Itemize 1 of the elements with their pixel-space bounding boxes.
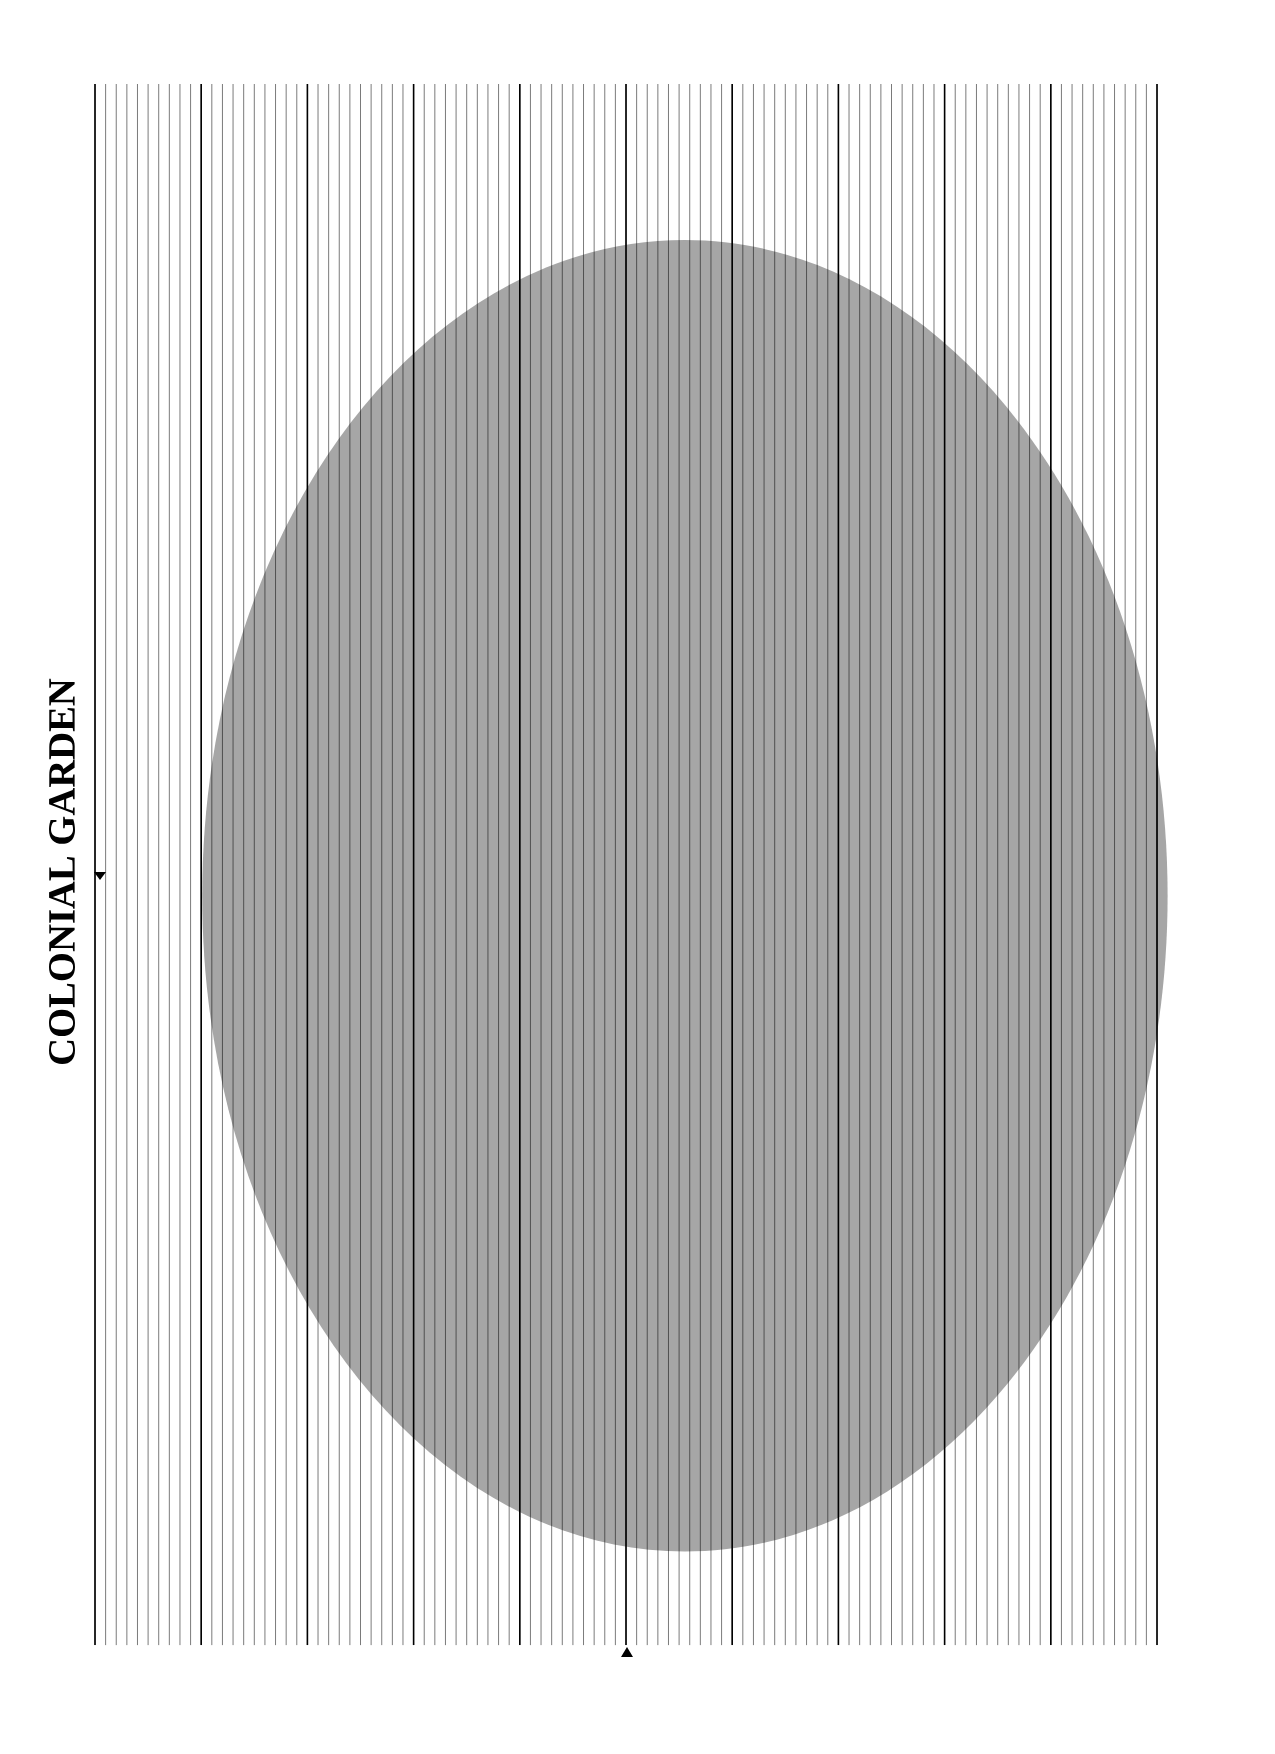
title: COLONIAL GARDEN xyxy=(49,678,75,1064)
